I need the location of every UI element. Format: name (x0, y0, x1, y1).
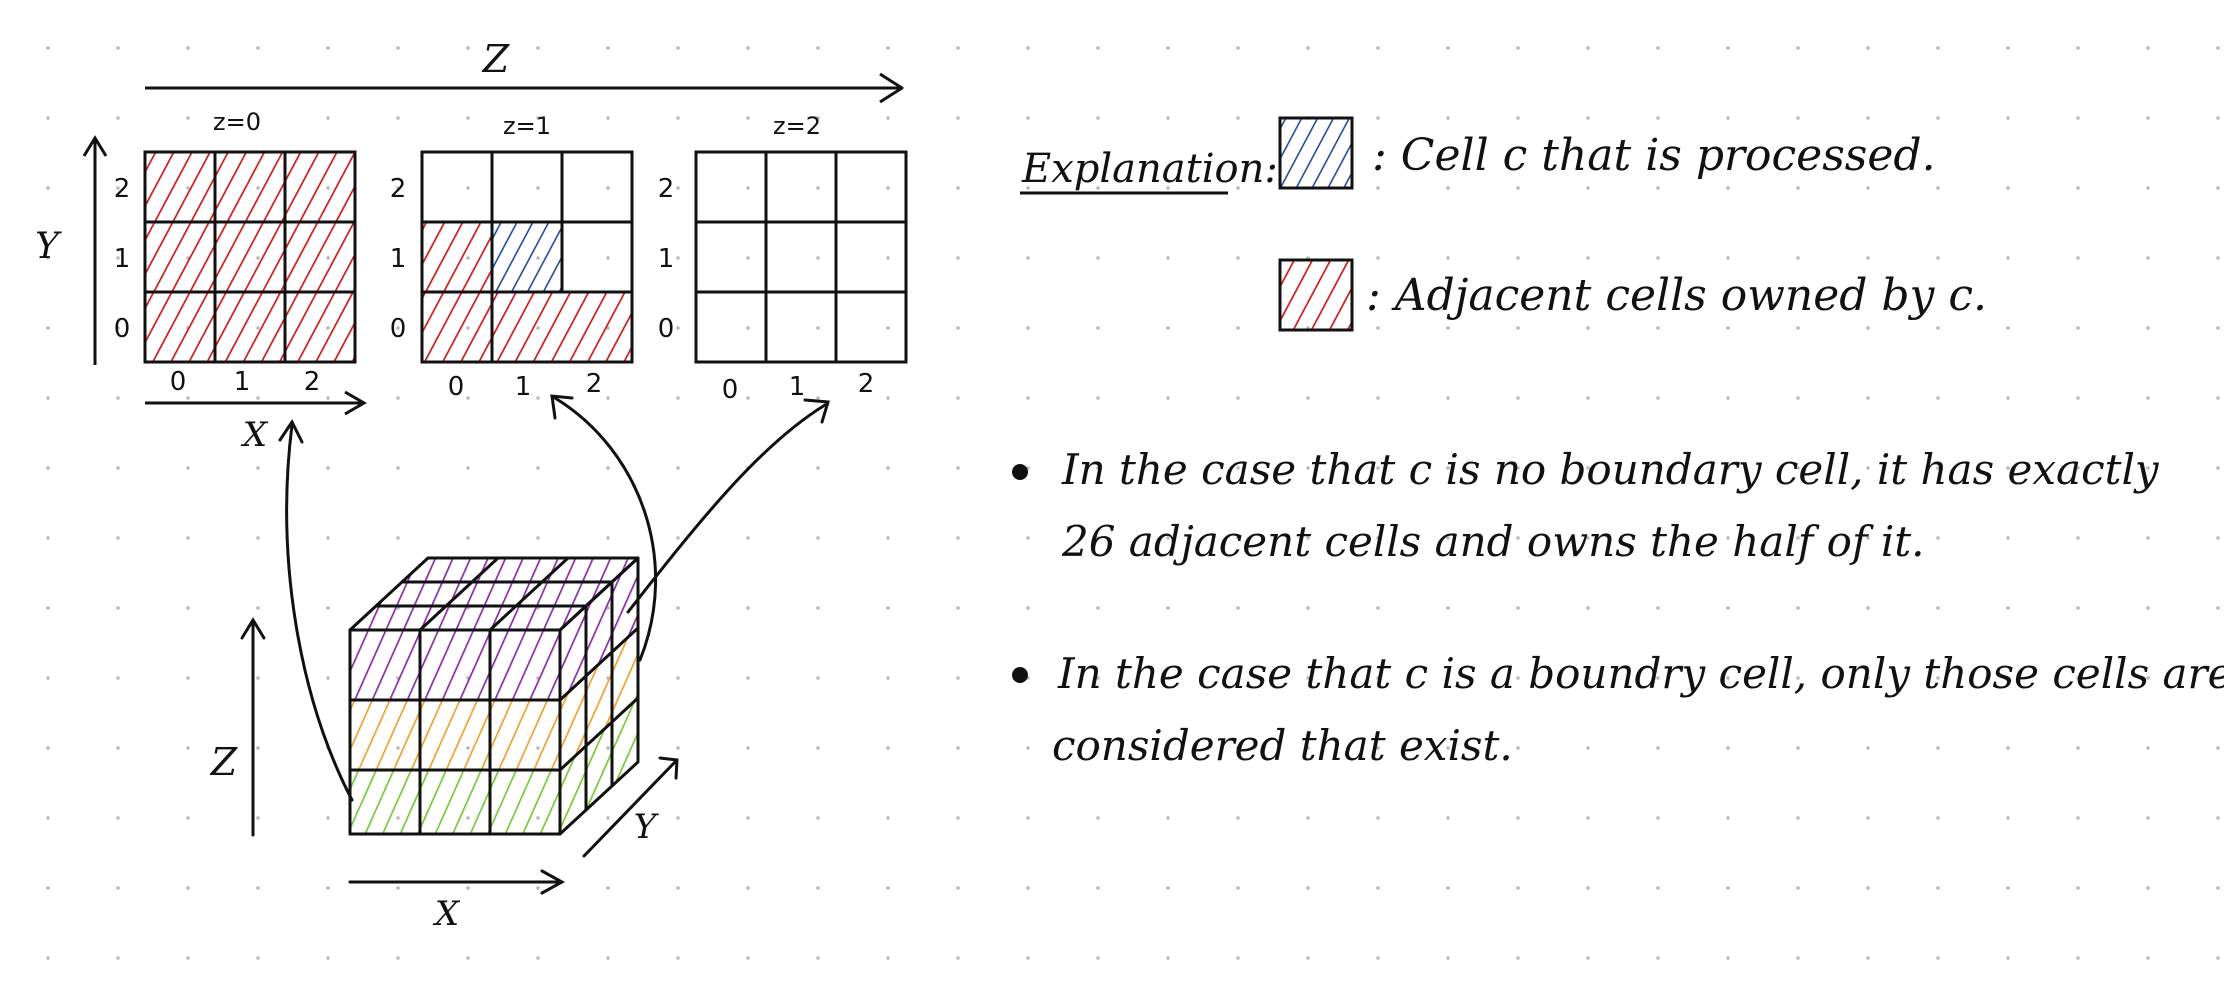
cube-z-label: Z (210, 740, 238, 784)
legend-processed-swatch (1278, 116, 1354, 190)
cube-side-purple (560, 558, 638, 700)
y-axis: Y (35, 135, 108, 365)
slice-grid-z0 (143, 150, 357, 364)
legend-owned-text: : Adjacent cells owned by c. (1366, 270, 1987, 321)
z-axis-label: Z (482, 37, 510, 81)
owned-cells (145, 152, 355, 362)
tick-y-1-z2: 1 (658, 244, 675, 274)
note-2-line-1: In the case that c is a boundry cell, on… (1057, 649, 2224, 698)
cube-y-axis (582, 760, 677, 858)
note-2-line-2: considered that exist. (1052, 721, 1513, 770)
tick-y-0-z2: 0 (658, 314, 675, 344)
slice-label-z0: z=0 (213, 108, 261, 136)
slice-label-z1: z=1 (503, 112, 551, 140)
legend-title: Explanation: (1021, 146, 1278, 192)
y-axis-label: Y (35, 226, 62, 267)
cube-axes (240, 617, 679, 895)
cube-side-orange (560, 628, 638, 770)
cube-bottom-layer (350, 770, 560, 834)
z-axis-top: Z (145, 37, 904, 104)
cube-side-green (560, 698, 638, 834)
tick-x-1-z1: 1 (515, 372, 532, 402)
arrow-to-z2 (626, 403, 827, 614)
tick-x-0-z0: 0 (170, 367, 187, 397)
arrow-to-z0 (285, 423, 354, 802)
cube-3d (348, 556, 640, 836)
tick-y-1-z1: 1 (390, 244, 407, 274)
tick-x-2-z1: 2 (586, 369, 603, 399)
bullet (1012, 464, 1028, 480)
x-axis: X (145, 390, 367, 455)
tick-y-2-z1: 2 (390, 174, 407, 204)
tick-x-0-z1: 0 (448, 372, 465, 402)
cube-top-face (350, 558, 638, 630)
slice-link-arrows (278, 394, 830, 802)
arrow-head (803, 398, 830, 424)
x-axis-label: X (240, 415, 269, 455)
legend-processed-text: : Cell c that is processed. (1372, 130, 1936, 181)
notes: In the case that c is no boundary cell, … (1012, 445, 2224, 770)
tick-x-2-z0: 2 (304, 367, 321, 397)
tick-y-0-z1: 0 (390, 314, 407, 344)
processed-cell (492, 222, 562, 292)
arrow-to-z1 (553, 396, 658, 662)
legend: Explanation: : Cell c that is processed.… (1020, 116, 1987, 332)
cube-top-layer (350, 630, 560, 700)
slice-label-z2: z=2 (773, 112, 821, 140)
tick-y-1-z0: 1 (114, 244, 131, 274)
tick-x-2-z2: 2 (858, 369, 875, 399)
arrow-head (278, 419, 304, 444)
tick-y-2-z0: 2 (114, 174, 131, 204)
note-1-line-1: In the case that c is no boundary cell, … (1061, 445, 2160, 494)
owned-cells (422, 292, 632, 362)
tick-y-2-z2: 2 (658, 174, 675, 204)
cube-x-label: X (432, 894, 461, 934)
cube-y-label: Y (634, 807, 660, 847)
note-1-line-2: 26 adjacent cells and owns the half of i… (1061, 517, 1925, 566)
bullet (1012, 667, 1028, 683)
slice-grid-z2 (694, 150, 908, 364)
tick-x-0-z2: 0 (722, 375, 739, 405)
slice-grid-z1 (420, 150, 634, 364)
cube-middle-layer (350, 700, 560, 770)
tick-x-1-z2: 1 (789, 372, 806, 402)
arrow-head (550, 394, 574, 420)
tick-y-0-z0: 0 (114, 314, 131, 344)
tick-x-1-z0: 1 (234, 367, 251, 397)
owned-cell (422, 222, 492, 292)
legend-owned-swatch (1278, 258, 1354, 332)
